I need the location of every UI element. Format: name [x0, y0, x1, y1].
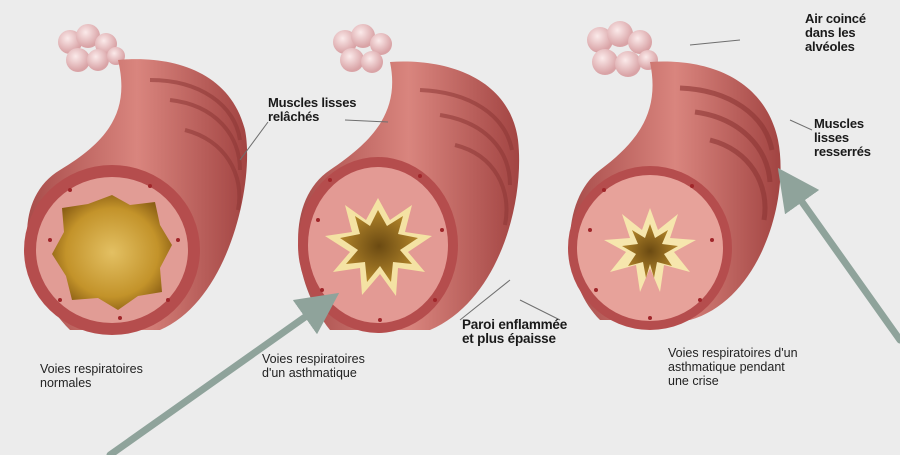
airway-normal: [24, 24, 247, 335]
caption-normal: Voies respiratoires normales: [40, 362, 143, 390]
alveoli-cluster: [58, 24, 125, 72]
label-inflamed-wall: Paroi enflammée et plus épaisse: [462, 318, 567, 346]
alveoli-cluster: [333, 24, 392, 73]
alveoli-cluster: [587, 21, 658, 77]
caption-crisis: Voies respiratoires d'un asthmatique pen…: [668, 346, 798, 388]
arrow-tightened-muscles: [790, 185, 900, 340]
airway-crisis: [568, 21, 781, 330]
label-trapped-air: Air coincé dans les alvéoles: [805, 12, 866, 54]
label-muscles-relaxed: Muscles lisses relâchés: [268, 96, 356, 124]
label-muscles-tightened: Muscles lisses resserrés: [814, 117, 871, 159]
caption-asthmatic: Voies respiratoires d'un asthmatique: [262, 352, 365, 380]
airway-asthmatic: [298, 24, 519, 333]
